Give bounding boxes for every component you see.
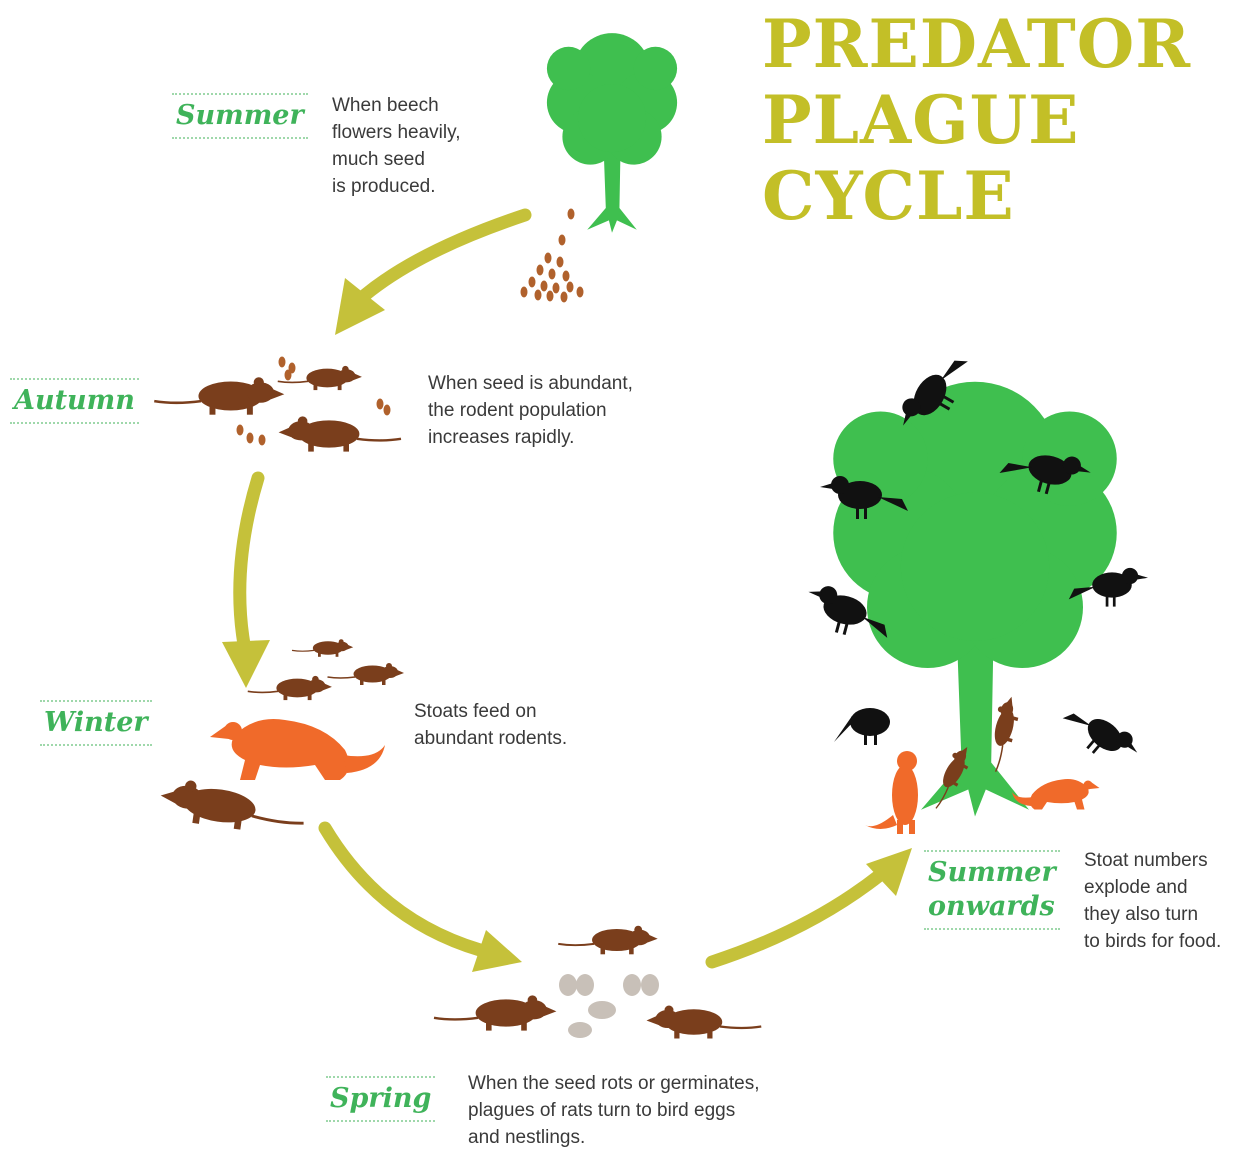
arrowhead-summer-onwards [866, 848, 912, 896]
stage-text-line: abundant rodents. [414, 728, 568, 749]
winter-animals [156, 638, 405, 840]
arrow-summer-to-autumn [358, 208, 532, 302]
arrowhead-winter [222, 640, 270, 688]
arrow-autumn-to-winter [233, 471, 265, 657]
arrowhead-autumn [335, 278, 385, 335]
stage-text-autumn: When seed is abundant, the rodent popula… [428, 370, 633, 451]
stage-label-line: Winter [44, 707, 148, 738]
stage-text-line: When the seed rots or germinates, [468, 1073, 760, 1094]
stage-text-summer: When beech flowers heavily, much seed is… [332, 92, 460, 200]
rat-icon [645, 1004, 763, 1040]
cycle-arrow-icon [233, 208, 887, 969]
stage-text-line: the rodent population [428, 400, 607, 421]
rat-icon [432, 994, 558, 1032]
stage-text-line: to birds for food. [1084, 931, 1222, 952]
tree-icon [833, 381, 1117, 817]
arrowhead-spring [472, 930, 522, 972]
arrow-spring-to-summer-onwards [705, 868, 887, 969]
autumn-rodents [152, 356, 403, 453]
stage-text-spring: When the seed rots or germinates, plague… [468, 1070, 759, 1151]
stage-text-winter: Stoats feed on abundant rodents. [414, 698, 567, 752]
rat-icon [291, 638, 354, 658]
stage-text-line: When beech [332, 95, 439, 116]
stage-text-summer-onwards: Stoat numbers explode and they also turn… [1084, 847, 1221, 955]
stage-label-line: Spring [330, 1083, 432, 1114]
rat-icon [246, 675, 333, 701]
stage-text-line: they also turn [1084, 904, 1199, 925]
bird-icon [1058, 694, 1144, 775]
stage-text-line: explode and [1084, 877, 1188, 898]
seed-pile-icon [520, 208, 584, 303]
stage-label-line: Summer [176, 100, 304, 131]
rat-icon [156, 775, 309, 840]
stoat-icon [1012, 779, 1100, 810]
stage-text-line: is produced. [332, 176, 436, 197]
stage-label-line: Autumn [14, 385, 135, 416]
rat-icon [557, 924, 659, 956]
stage-text-line: flowers heavily, [332, 122, 461, 143]
arrow-winter-to-spring [318, 821, 487, 957]
stage-label-summer: Summer [172, 93, 308, 139]
stage-label-summer-onwards: Summer onwards [924, 850, 1060, 930]
stage-label-line: onwards [928, 891, 1055, 922]
stage-text-line: plagues of rats turn to bird eggs [468, 1100, 736, 1121]
egg-icon [559, 974, 659, 1038]
stage-text-line: Stoat numbers [1084, 850, 1208, 871]
stoat-icon [210, 719, 385, 780]
stage-text-line: When seed is abundant, [428, 373, 633, 394]
stage-label-spring: Spring [326, 1076, 436, 1122]
stage-text-line: much seed [332, 149, 425, 170]
stage-label-winter: Winter [40, 700, 152, 746]
tree-icon [546, 33, 678, 233]
rat-icon [277, 415, 403, 453]
rat-icon [152, 376, 286, 416]
stage-text-line: increases rapidly. [428, 427, 575, 448]
spring-animals [432, 924, 763, 1040]
stage-label-line: Summer [928, 857, 1056, 888]
page-title: PREDATOR PLAGUE CYCLE [762, 6, 1191, 234]
title-line: PLAGUE [762, 81, 1080, 159]
stage-text-line: and nestlings. [468, 1127, 586, 1148]
title-line: CYCLE [762, 157, 1015, 235]
title-line: PREDATOR [762, 5, 1192, 83]
rat-icon [326, 662, 405, 686]
stage-text-line: Stoats feed on [414, 701, 537, 722]
stage-label-autumn: Autumn [10, 378, 139, 424]
summer-onwards-animals [800, 343, 1148, 834]
stoat-icon [865, 751, 918, 834]
kiwi-icon [834, 708, 890, 745]
